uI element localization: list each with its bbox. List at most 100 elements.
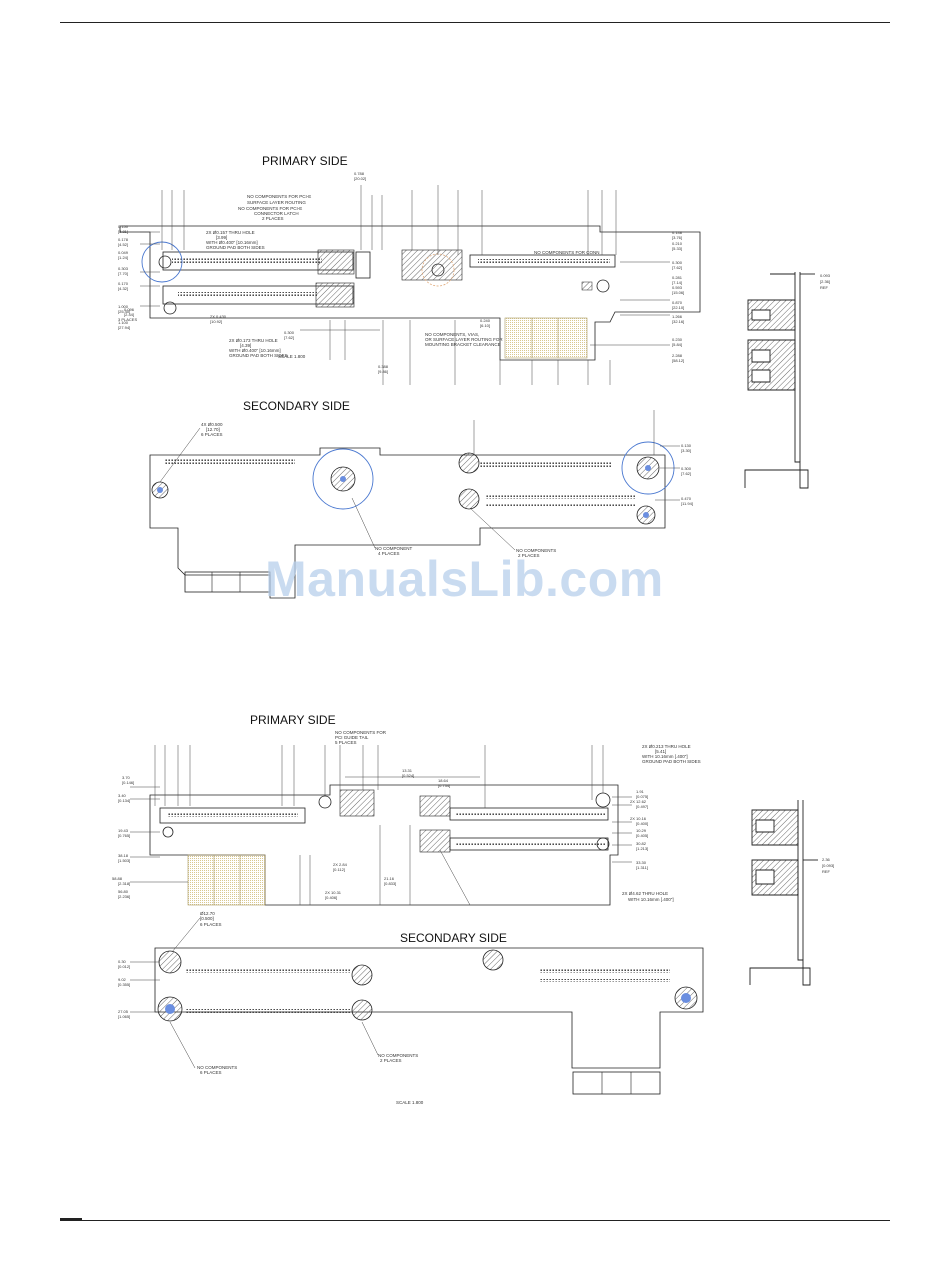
- dim-text: [0.524]: [402, 773, 414, 778]
- dim-text: [27.94]: [118, 325, 130, 330]
- note-text: 5 PLACES: [335, 740, 357, 745]
- note-text: 2 PLACES: [262, 216, 284, 221]
- drawing1-primary-title: PRIMARY SIDE: [262, 154, 348, 168]
- scale-text: SCALE 1.800: [396, 1100, 424, 1105]
- dim-text: 33.30: [636, 860, 647, 865]
- drawing2-sec-hole-d: [351, 999, 373, 1021]
- note-text: NO COMPONENTS FOR CONN: [534, 250, 600, 255]
- dim-text: [7.70]: [118, 271, 128, 276]
- drawing1-sec-hole-e-center: [645, 465, 651, 471]
- dim-text: [0.075]: [636, 794, 648, 799]
- drawing2-latch-b: [419, 795, 451, 817]
- drawing1-gold-fingers: [504, 317, 588, 359]
- dim-text: 1.91: [636, 789, 645, 794]
- drawing1-secondary-board: [149, 447, 666, 599]
- drawing2-secondary-board: [154, 947, 704, 1069]
- drawing2-primary: PRIMARY SIDE: [112, 713, 701, 906]
- drawing2-latch-c: [419, 829, 451, 853]
- drawing1-mounting-hole-c: [431, 263, 445, 277]
- drawing1-connector-c-pins: [478, 259, 610, 263]
- drawing2-sec-hole-c: [351, 964, 373, 986]
- drawing1-connector-b-pins: [178, 292, 318, 297]
- dim-text: [5.84]: [672, 342, 682, 347]
- drawing2-connector-b-pins: [455, 812, 605, 816]
- dim-text: [32.16]: [672, 319, 684, 324]
- top-rule: [60, 22, 890, 23]
- drawing1-sec-pins-d: [485, 503, 635, 507]
- drawing1-sec-pins-c: [485, 494, 635, 499]
- dim-text: 0.870: [672, 300, 683, 305]
- dim-text: 0.093: [820, 273, 831, 278]
- drawing2-latch-a: [339, 789, 375, 817]
- note-text: NO COMPONENTS: [378, 1053, 418, 1058]
- dim-text: [0.112]: [333, 867, 345, 872]
- dim-text: 0.300: [284, 330, 295, 335]
- note-text: WITH Ø0.400" [10.16mm]: [206, 240, 258, 245]
- dim-text: 0.210: [672, 241, 683, 246]
- drawing2-secondary-title: SECONDARY SIDE: [400, 931, 507, 945]
- dim-text: 0.30: [118, 959, 127, 964]
- drawing2-hole-c: [595, 792, 611, 808]
- drawing2-secondary: SECONDARY SIDE Ø12.70 [0.500] 6 PLACES N…: [118, 911, 704, 1105]
- dim-text: REF: [822, 869, 831, 874]
- dim-text: [1.065]: [118, 1014, 130, 1019]
- dim-text: REF: [820, 285, 829, 290]
- note-text: Ø12.70: [200, 911, 215, 916]
- dim-text: [2.44]: [124, 312, 134, 317]
- dim-text: 30.82: [636, 841, 647, 846]
- drawing1-side-view: 0.093 [2.36] REF: [744, 272, 831, 489]
- note-text: 2X Ø0.157 THRU HOLE: [206, 230, 255, 235]
- dim-text: 2X 10.31: [325, 890, 342, 895]
- note-text: 2 PLACES: [380, 1058, 402, 1063]
- dim-text: 1.266: [672, 314, 683, 319]
- dim-text: [0.497]: [636, 804, 648, 809]
- drawing2-primary-title: PRIMARY SIDE: [250, 713, 336, 727]
- drawing2-hole-d: [596, 837, 610, 851]
- drawing2-hole-a: [318, 795, 332, 809]
- dim-text: [2.36]: [820, 279, 830, 284]
- drawing2-connector-c-pins: [455, 842, 605, 846]
- note-text: [0.500]: [200, 916, 214, 921]
- dim-text: [7.62]: [681, 471, 691, 476]
- drawing2-sec-pins-a: [185, 969, 350, 973]
- dim-text: [0.134]: [118, 798, 130, 803]
- note-text: CONNECTOR LATCH: [254, 211, 299, 216]
- drawing2-connector-b: [449, 807, 609, 821]
- dim-text: [2.236]: [118, 894, 130, 899]
- dim-text: [4.32]: [118, 286, 128, 291]
- dim-text: [1.311]: [636, 865, 648, 870]
- drawing1-connector-c: [469, 254, 616, 268]
- dim-text: 18.64: [438, 778, 449, 783]
- watermark: ManualsLib.com: [265, 551, 664, 607]
- dim-text: 58.88: [112, 876, 123, 881]
- note-text: [3.99]: [216, 235, 227, 240]
- dim-text: [7.62]: [672, 265, 682, 270]
- dim-text: 1.100: [118, 320, 129, 325]
- dim-text: [20.02]: [354, 176, 366, 181]
- dim-text: [0.406]: [325, 895, 337, 900]
- drawing1-latch-a: [317, 249, 355, 275]
- dim-text: [25.40]: [118, 309, 130, 314]
- dim-text: [1.503]: [118, 858, 130, 863]
- dim-text: 21.16: [384, 876, 395, 881]
- drawing2-gold-fingers: [187, 854, 266, 906]
- drawing1-connector-a-pins: [172, 258, 322, 263]
- note-text: PCI GUIDE TAIL: [335, 735, 369, 740]
- dim-text: 0.788: [354, 171, 365, 176]
- note-text: 6 PLACES: [200, 1070, 222, 1075]
- note-text: NO COMPONENTS: [197, 1065, 237, 1070]
- dim-text: 38.18: [118, 853, 129, 858]
- dim-text: [0.734]: [438, 783, 450, 788]
- dim-text: [58.12]: [672, 358, 684, 363]
- note-text: 4X Ø0.500: [201, 422, 223, 427]
- dim-text: 0.150: [118, 224, 129, 229]
- note-text: NO COMPONENTS, VIAS,: [425, 332, 479, 337]
- dim-text: [0.093]: [822, 863, 834, 868]
- dim-text: 0.230: [672, 337, 683, 342]
- drawing1-latch-clip: [355, 251, 371, 279]
- drawing1-sec-hole-f-center: [643, 512, 649, 518]
- dim-text: 9.02: [118, 977, 127, 982]
- dim-text: [3.81]: [118, 229, 128, 234]
- note-text: SURFACE LAYER ROUTING: [247, 200, 306, 205]
